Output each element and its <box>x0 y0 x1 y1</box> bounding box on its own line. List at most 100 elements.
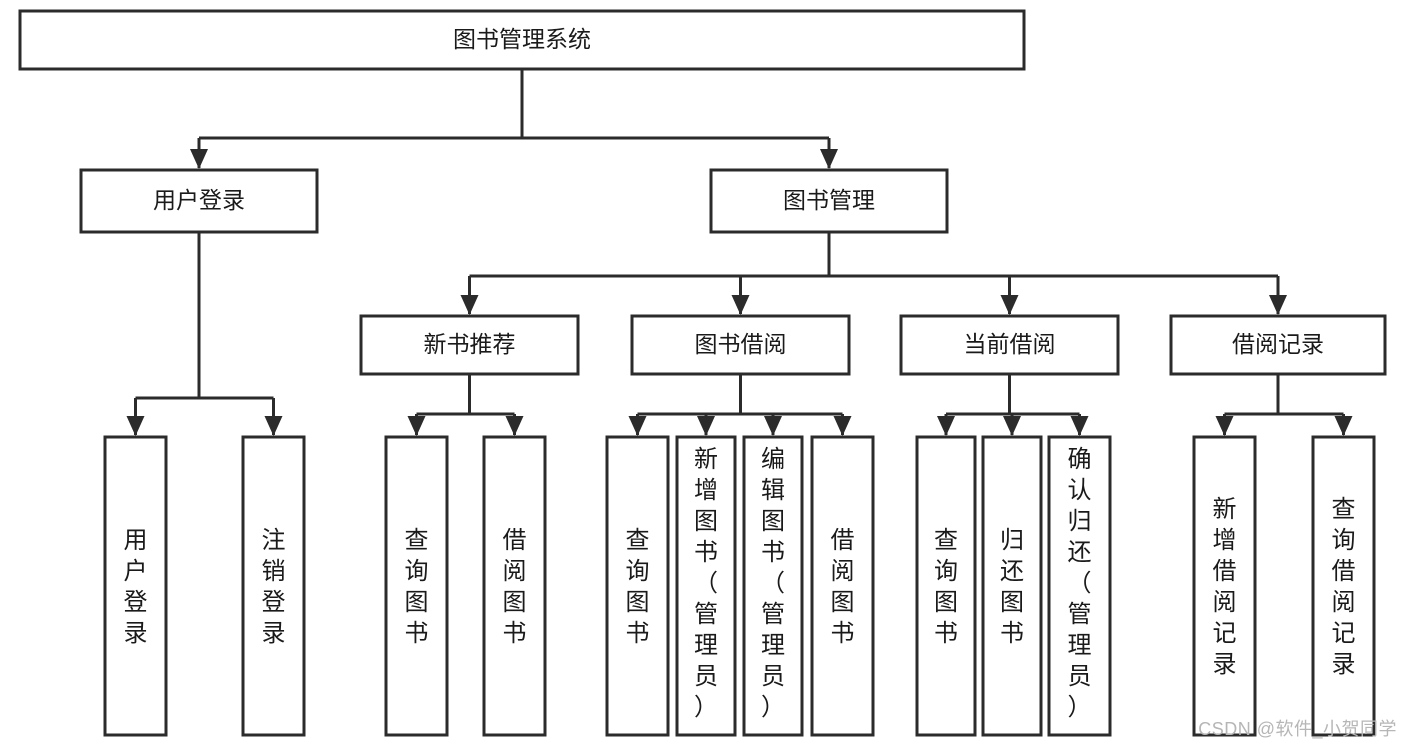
node-label-char: 图 <box>1000 589 1024 616</box>
node-label-char: 管 <box>761 601 785 628</box>
node-label-char: 户 <box>124 558 148 585</box>
node-borrow-record[interactable]: 借阅记录 <box>1169 314 1387 376</box>
node-label-char: 书 <box>626 620 650 647</box>
node-label-char: 图 <box>626 589 650 616</box>
node-label-char: 用 <box>124 527 148 554</box>
node-label-char: 登 <box>124 589 148 616</box>
node-label-char: （ <box>1068 570 1092 597</box>
arrow-head-icon <box>1334 416 1353 436</box>
arrow-head-icon <box>1215 416 1234 436</box>
edges-layer <box>126 69 1353 436</box>
node-label-char: 图 <box>934 589 958 616</box>
node-label-char: 新 <box>1213 496 1237 523</box>
node-label-char: 增 <box>694 477 718 504</box>
node-label-char: 查 <box>405 527 429 554</box>
node-label-char: 借 <box>503 527 527 554</box>
node-label-char: 新 <box>694 446 718 473</box>
node-label-char: 书 <box>831 620 855 647</box>
arrow-head-icon <box>1000 295 1019 315</box>
node-book-manage[interactable]: 图书管理 <box>709 168 949 234</box>
node-label-char: 查 <box>1332 496 1356 523</box>
node-label-char: 认 <box>1068 477 1092 504</box>
node-label-char: 增 <box>1213 527 1237 554</box>
node-label-char: 阅 <box>1332 589 1356 616</box>
node-label-char: ） <box>761 694 785 721</box>
node-label-char: 员 <box>1068 663 1092 690</box>
arrow-head-icon <box>628 416 647 436</box>
arrow-head-icon <box>697 416 715 436</box>
node-label: 图书管理系统 <box>453 26 591 52</box>
node-label-char: 销 <box>262 558 286 585</box>
node-leaf-user-login[interactable]: 用户登录 <box>103 435 168 737</box>
node-label-char: 管 <box>694 601 718 628</box>
node-label-char: 图 <box>694 508 718 535</box>
node-label-char: 阅 <box>831 558 855 585</box>
node-label-char: 编 <box>761 446 785 473</box>
node-label-char: 辑 <box>761 477 785 504</box>
node-book-borrow[interactable]: 图书借阅 <box>630 314 851 376</box>
node-label-char: 书 <box>503 620 527 647</box>
node-label-char: 记 <box>1332 620 1356 647</box>
node-label: 新书推荐 <box>424 331 516 357</box>
node-label-char: 借 <box>1213 558 1237 585</box>
node-label-char: 归 <box>1068 508 1092 535</box>
node-label-char: 查 <box>934 527 958 554</box>
csdn-watermark: CSDN @软件_小贺同学 <box>1198 719 1397 739</box>
arrow-head-icon <box>407 416 426 436</box>
node-label-char: 管 <box>1068 601 1092 628</box>
node-label-char: 图 <box>405 589 429 616</box>
node-label-char: 理 <box>761 632 785 659</box>
node-label-char: 录 <box>1213 651 1237 678</box>
node-label-char: 还 <box>1000 558 1024 585</box>
node-label-char: 借 <box>831 527 855 554</box>
node-label: 借阅记录 <box>1232 331 1324 357</box>
node-label-char: 阅 <box>1213 589 1237 616</box>
node-label-char: 图 <box>831 589 855 616</box>
node-label-char: 书 <box>1000 620 1024 647</box>
node-label-char: 查 <box>626 527 650 554</box>
node-label-char: 图 <box>761 508 785 535</box>
node-root-system[interactable]: 图书管理系统 <box>18 9 1026 71</box>
node-label: 当前借阅 <box>964 331 1056 357</box>
arrow-head-icon <box>820 149 838 169</box>
arrow-head-icon <box>833 416 852 436</box>
node-current-borrow[interactable]: 当前借阅 <box>899 314 1120 376</box>
node-label-char: 书 <box>694 539 718 566</box>
node-label-char: 阅 <box>503 558 527 585</box>
arrow-head-icon <box>264 416 283 436</box>
node-label-char: 理 <box>1068 632 1092 659</box>
node-label-char: 登 <box>262 589 286 616</box>
node-label-char: 员 <box>694 663 718 690</box>
node-label-char: 理 <box>694 632 718 659</box>
arrow-head-icon <box>764 416 782 436</box>
node-label-char: 书 <box>934 620 958 647</box>
arrow-head-icon <box>505 416 524 436</box>
arrow-head-icon <box>1269 295 1287 315</box>
node-label-char: 图 <box>503 589 527 616</box>
node-label-char: 书 <box>761 539 785 566</box>
node-label-char: 记 <box>1213 620 1237 647</box>
arrow-head-icon <box>937 416 955 436</box>
node-new-book-recommend[interactable]: 新书推荐 <box>359 314 580 376</box>
node-label-char: 录 <box>124 620 148 647</box>
arrow-head-icon <box>731 295 750 315</box>
arrow-head-icon <box>460 295 479 315</box>
node-label: 图书管理 <box>783 187 875 213</box>
node-user-login[interactable]: 用户登录 <box>79 168 319 234</box>
nodes-layer: 图书管理系统用户登录图书管理新书推荐图书借阅当前借阅借阅记录用户登录注销登录查询… <box>18 9 1387 737</box>
node-label: 图书借阅 <box>695 331 787 357</box>
arrow-head-icon <box>126 416 145 436</box>
